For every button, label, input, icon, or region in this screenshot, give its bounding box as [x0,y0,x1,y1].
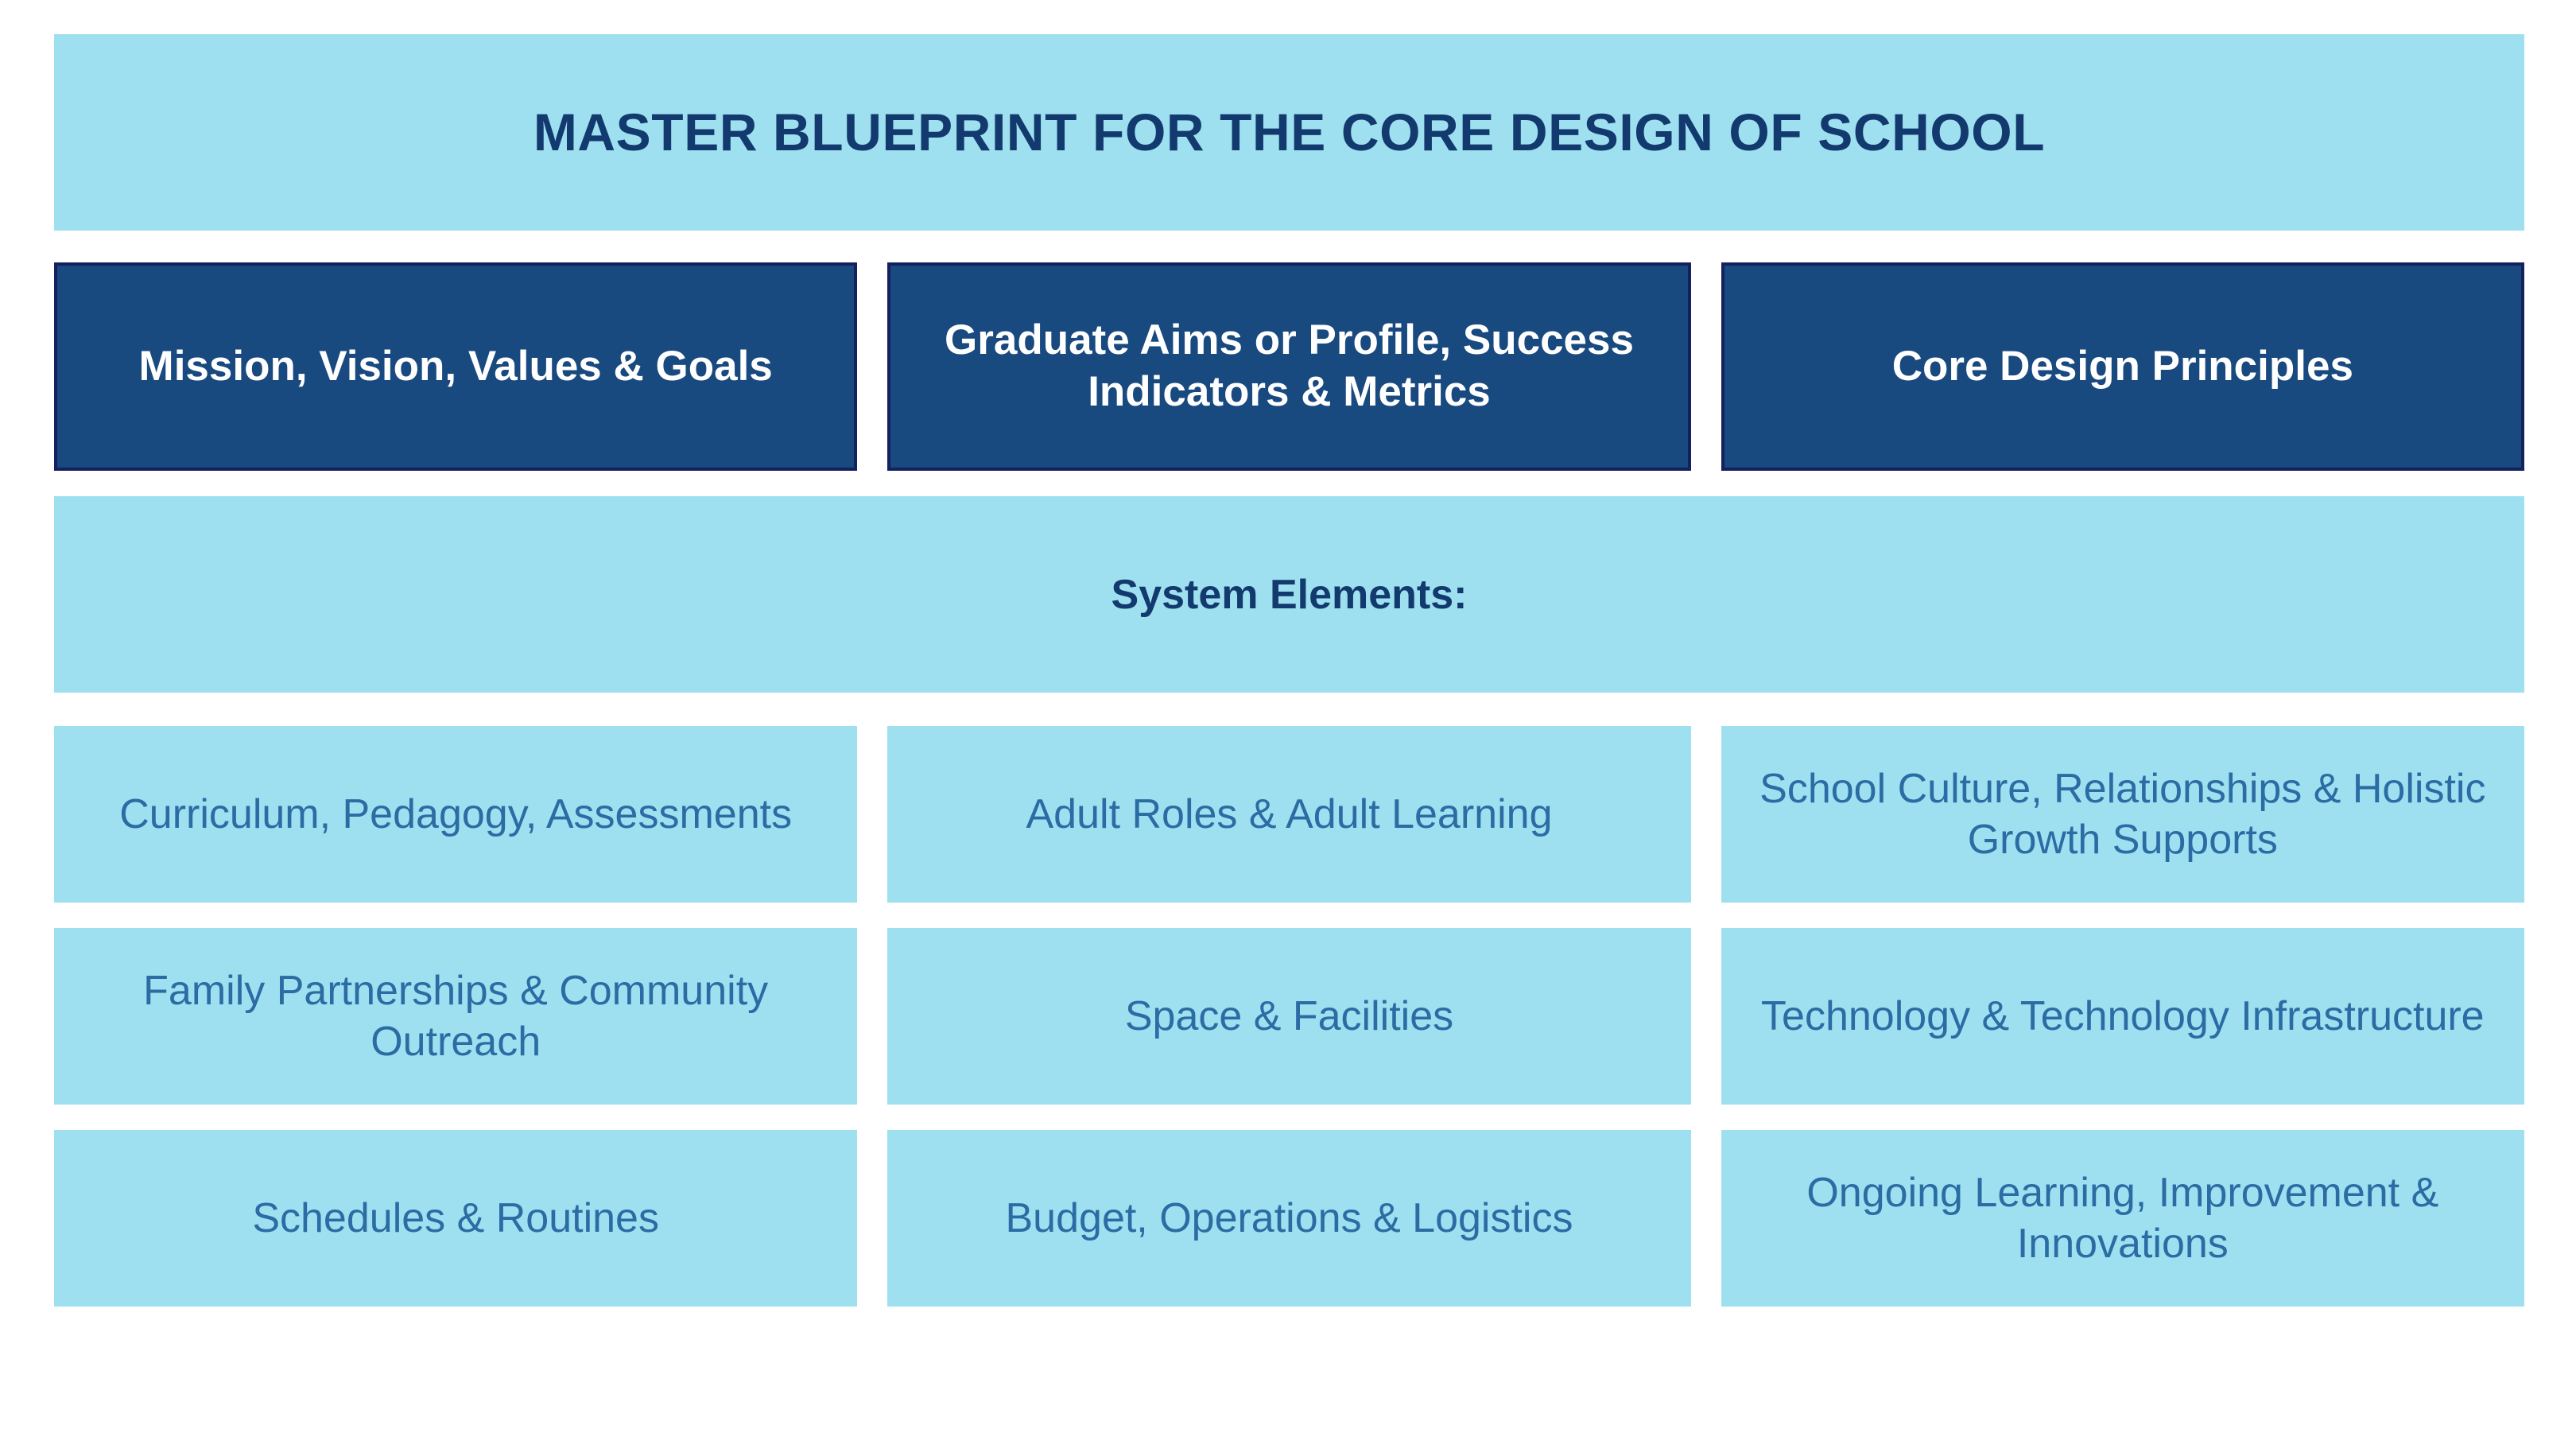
system-elements-band: System Elements: [54,496,2524,693]
element-label: Space & Facilities [1124,992,1454,1039]
spacer-pillars-to-system [54,471,2524,496]
pillar-label: Mission, Vision, Values & Goals [138,342,773,390]
element-label: Technology & Technology Infrastructure [1761,992,2485,1039]
element-label: Schedules & Routines [252,1194,659,1241]
pillars-row: Mission, Vision, Values & Goals Graduate… [54,262,2524,471]
element-label: Curriculum, Pedagogy, Assessments [119,790,793,837]
element-label: Budget, Operations & Logistics [1005,1194,1573,1241]
pillar-core-design-principles[interactable]: Core Design Principles [1721,262,2524,471]
page-title: MASTER BLUEPRINT FOR THE CORE DESIGN OF … [533,102,2046,161]
element-technology-infrastructure[interactable]: Technology & Technology Infrastructure [1721,928,2524,1105]
element-label: School Culture, Relationships & Holistic… [1759,765,2486,863]
system-elements-heading: System Elements: [1111,571,1468,618]
element-schedules-routines[interactable]: Schedules & Routines [54,1130,858,1307]
system-elements-row-3: Schedules & Routines Budget, Operations … [54,1130,2524,1307]
pillar-label: Core Design Principles [1891,342,2353,390]
element-school-culture-relationships-growth-supports[interactable]: School Culture, Relationships & Holistic… [1721,726,2524,903]
blueprint-diagram: MASTER BLUEPRINT FOR THE CORE DESIGN OF … [54,34,2524,1387]
spacer-row2-to-row3 [54,1105,2524,1130]
pillar-graduate-aims-success-indicators[interactable]: Graduate Aims or Profile, Success Indica… [887,262,1691,471]
element-label: Adult Roles & Adult Learning [1026,790,1553,837]
element-family-partnerships-community-outreach[interactable]: Family Partnerships & Community Outreach [54,928,858,1105]
element-budget-operations-logistics[interactable]: Budget, Operations & Logistics [887,1130,1691,1307]
blueprint-title-band: MASTER BLUEPRINT FOR THE CORE DESIGN OF … [54,34,2524,231]
element-curriculum-pedagogy-assessments[interactable]: Curriculum, Pedagogy, Assessments [54,726,858,903]
element-space-facilities[interactable]: Space & Facilities [887,928,1691,1105]
element-adult-roles-adult-learning[interactable]: Adult Roles & Adult Learning [887,726,1691,903]
element-label: Ongoing Learning, Improvement & Innovati… [1806,1169,2439,1267]
pillar-mission-vision-values-goals[interactable]: Mission, Vision, Values & Goals [54,262,858,471]
spacer-system-to-row1 [54,693,2524,726]
spacer-title-to-pillars [54,231,2524,262]
pillar-label: Graduate Aims or Profile, Success Indica… [945,316,1634,415]
element-label: Family Partnerships & Community Outreach [143,967,769,1065]
system-elements-row-2: Family Partnerships & Community Outreach… [54,928,2524,1105]
element-ongoing-learning-improvement-innovations[interactable]: Ongoing Learning, Improvement & Innovati… [1721,1130,2524,1307]
spacer-row1-to-row2 [54,903,2524,928]
system-elements-row-1: Curriculum, Pedagogy, Assessments Adult … [54,726,2524,903]
